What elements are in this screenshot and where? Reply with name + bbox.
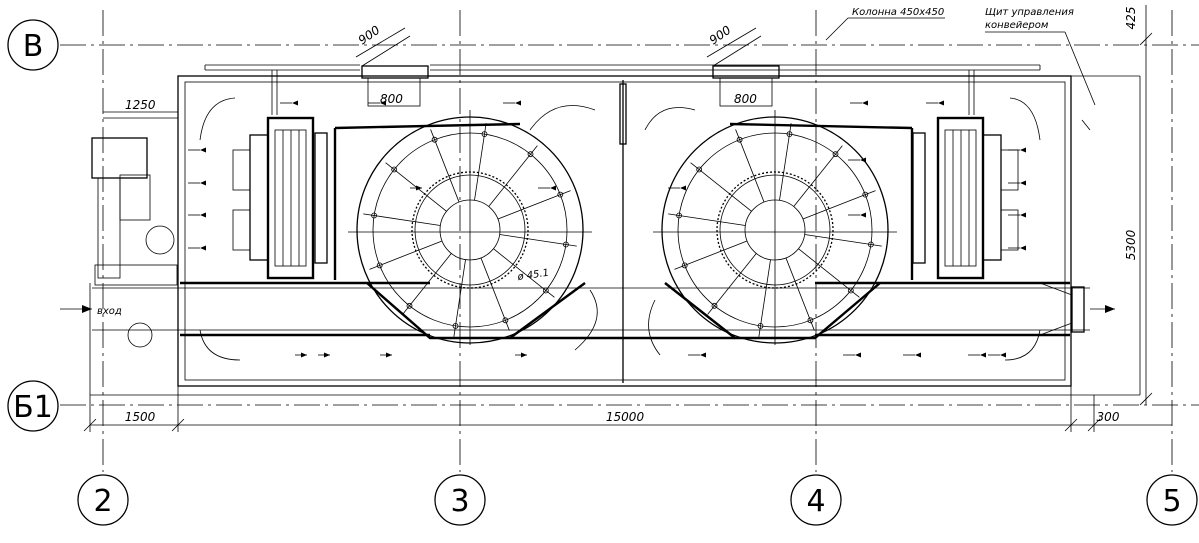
axis-bubble-col-3: 3 [434,474,486,526]
airflow-arrows [188,100,1026,358]
axis-bubble-col-5: 5 [1146,474,1198,526]
svg-text:Б1: Б1 [13,390,53,425]
svg-text:Колонна 450х450: Колонна 450х450 [852,7,944,18]
svg-text:5: 5 [1162,484,1181,519]
svg-text:вход: вход [97,306,122,317]
fan-unit-left [232,116,328,280]
svg-text:1250: 1250 [125,98,156,112]
svg-text:2: 2 [93,484,112,519]
wheel-assembly-right [653,110,897,345]
fan-unit-right [912,116,1019,280]
dimension-bottom: 1500 15000 300 [83,386,1172,432]
svg-text:В: В [23,29,44,64]
entry-machine: 1250 [91,98,178,348]
svg-text:ø 45.1: ø 45.1 [516,268,550,283]
svg-text:5300: 5300 [1124,229,1138,260]
room-outline [89,75,1141,396]
flow-curves [199,97,1041,361]
conveyor-belt: вход [60,281,1115,340]
svg-text:конвейером: конвейером [985,20,1049,31]
svg-text:425: 425 [1124,7,1138,30]
svg-text:15000: 15000 [606,410,645,424]
svg-text:Щит управления: Щит управления [985,7,1074,18]
svg-text:1500: 1500 [125,410,156,424]
note-column: Колонна 450х450 [825,7,945,41]
axis-bubble-row-bottom: Б1 [7,380,59,432]
top-piping [204,64,1041,115]
axis-bubble-col-4: 4 [790,474,842,526]
axis-bubble-row-top: В [7,19,59,71]
svg-text:4: 4 [806,484,825,519]
note-control-panel: Щит управления конвейером [985,7,1096,131]
opening-right: 900 800 [707,23,780,107]
svg-text:800: 800 [734,92,757,106]
svg-text:3: 3 [450,484,469,519]
wheel-housings [333,122,914,340]
dimension-right: 5300 425 [1124,5,1153,406]
svg-text:300: 300 [1097,410,1120,424]
opening-left: 900 800 [356,23,429,107]
axis-bubble-col-2: 2 [77,474,129,526]
wheel-assembly-left: ø 45.1 [348,110,592,345]
grid-axis-lines [60,10,1199,472]
